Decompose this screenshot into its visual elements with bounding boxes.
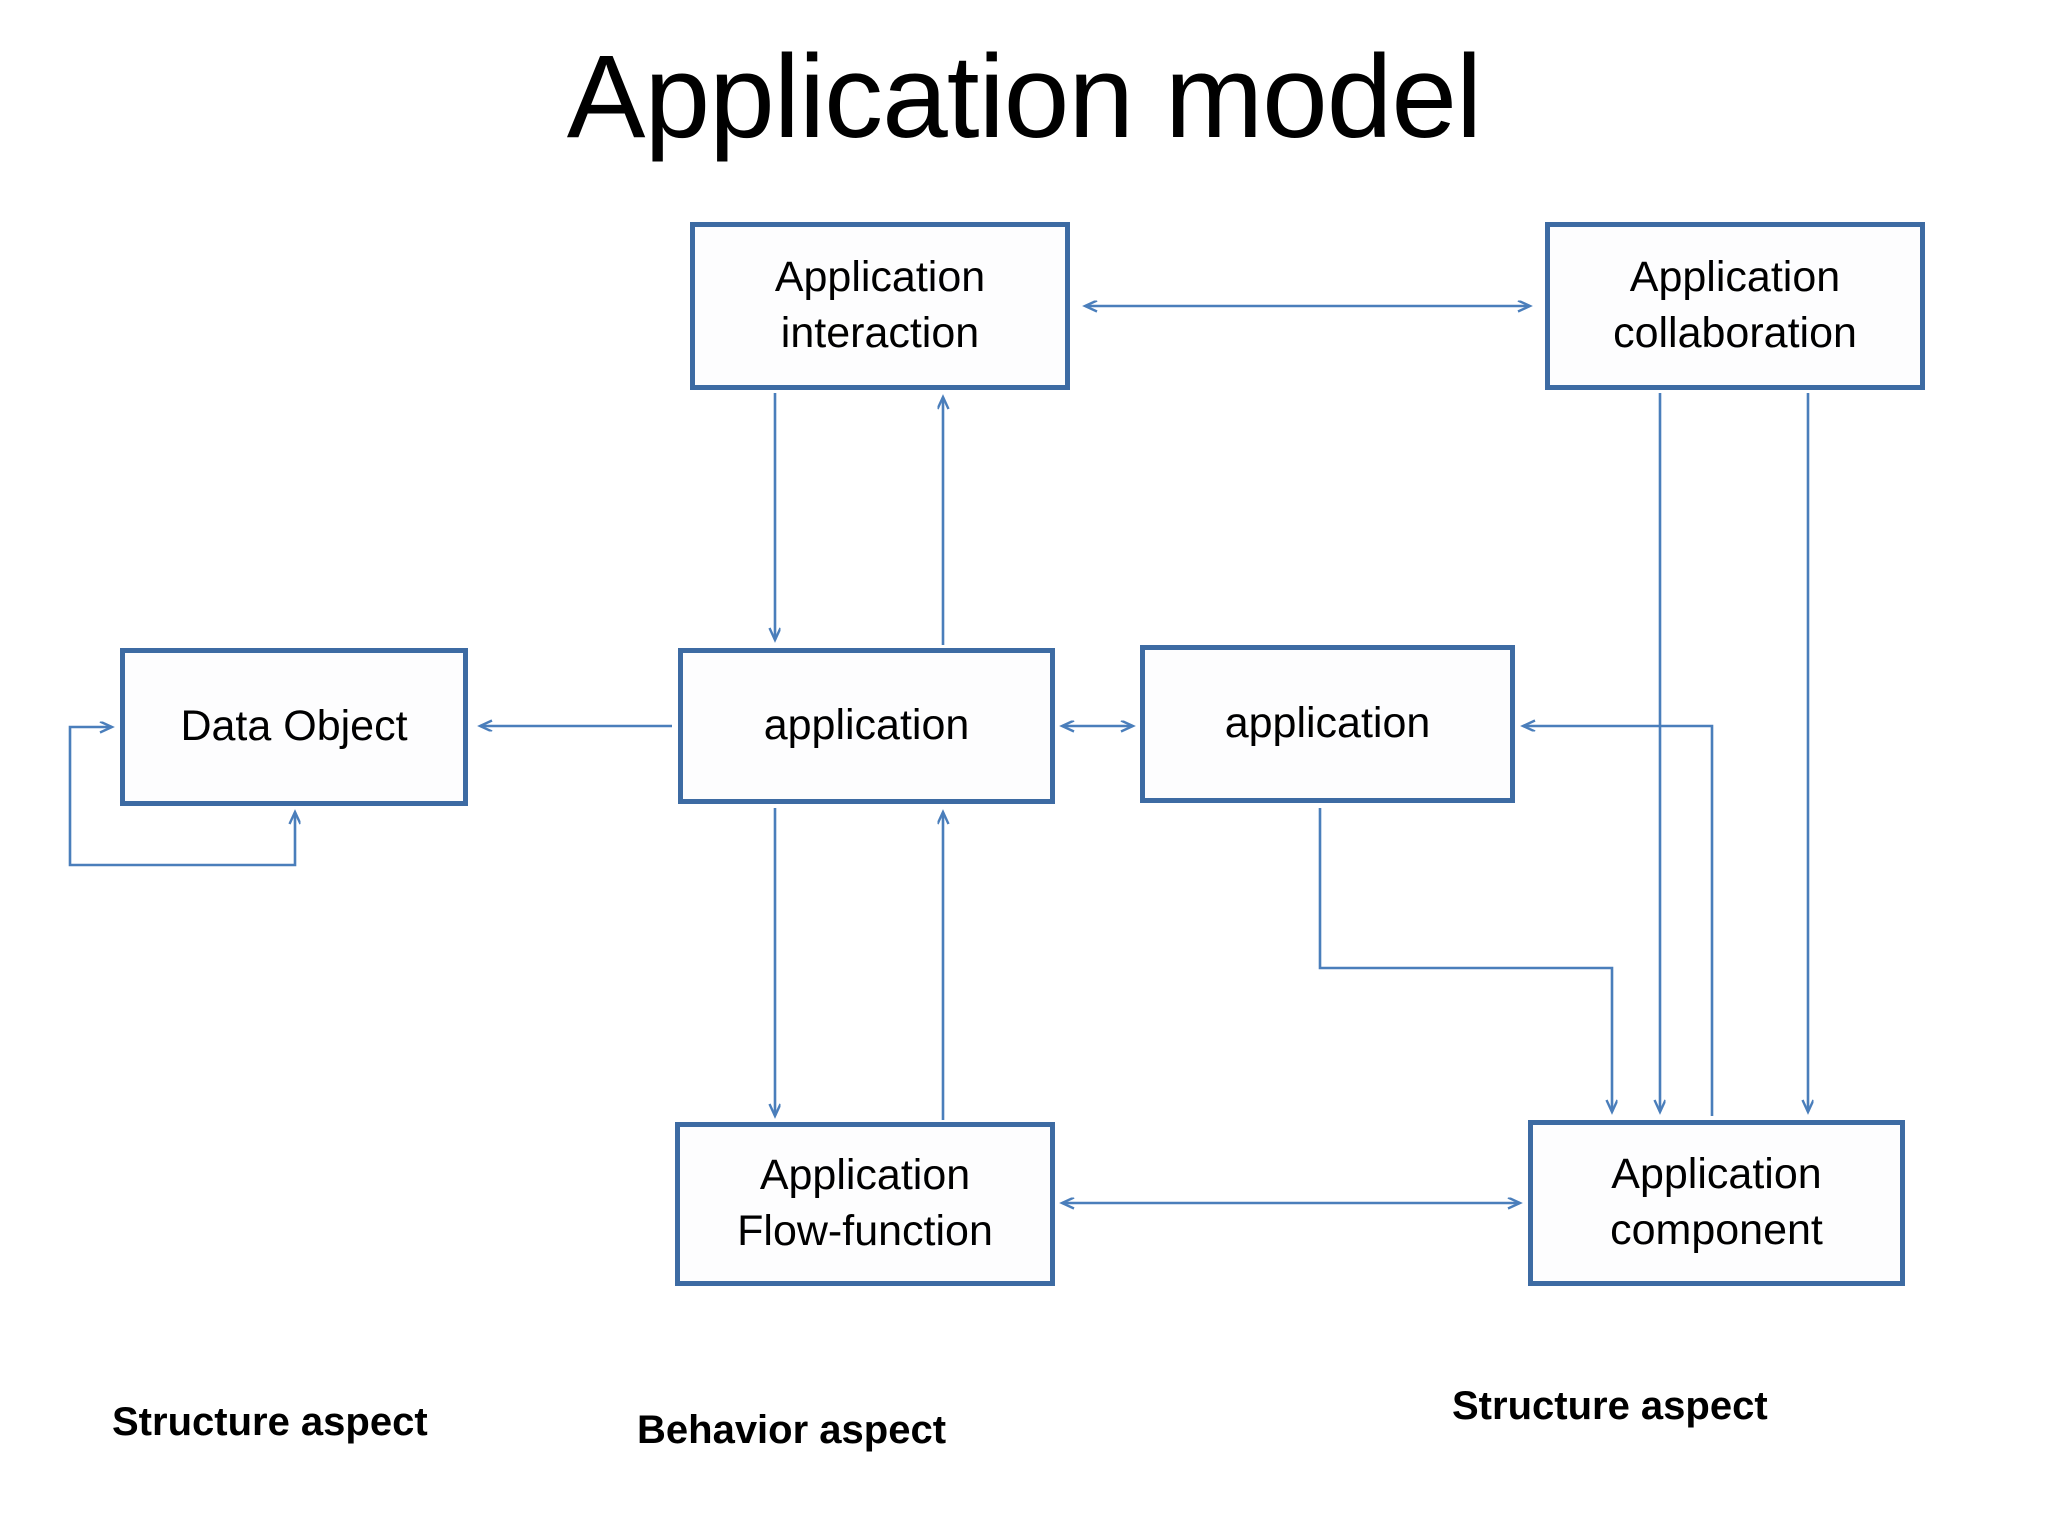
node-label: Application collaboration xyxy=(1613,253,1857,357)
node-label: Application interaction xyxy=(774,253,986,357)
page-title: Application model xyxy=(566,31,1482,163)
node-data-object[interactable]: Data Object xyxy=(120,648,468,806)
node-label: application xyxy=(763,701,970,750)
node-label: application xyxy=(1224,699,1431,748)
node-application-right[interactable]: application xyxy=(1140,645,1515,803)
connector-component-to-application-right xyxy=(1523,726,1714,1116)
aspect-label-behavior: Behavior aspect xyxy=(637,1408,947,1452)
node-label: Data Object xyxy=(180,702,408,751)
node-application-interaction[interactable]: Application interaction xyxy=(690,222,1070,390)
aspect-label-structure-right: Structure aspect xyxy=(1452,1384,1768,1428)
node-application-collaboration[interactable]: Application collaboration xyxy=(1545,222,1925,390)
node-label: Application Flow-function xyxy=(737,1151,993,1255)
connector-data-object-self-loop xyxy=(68,727,295,867)
node-application-component[interactable]: Application component xyxy=(1528,1120,1905,1286)
aspect-label-structure-left: Structure aspect xyxy=(112,1400,428,1444)
node-label: Application component xyxy=(1610,1150,1823,1254)
node-application-flow-function[interactable]: Application Flow-function xyxy=(675,1122,1055,1286)
node-application-left[interactable]: application xyxy=(678,648,1055,804)
connector-application-right-to-component xyxy=(1318,808,1612,1112)
